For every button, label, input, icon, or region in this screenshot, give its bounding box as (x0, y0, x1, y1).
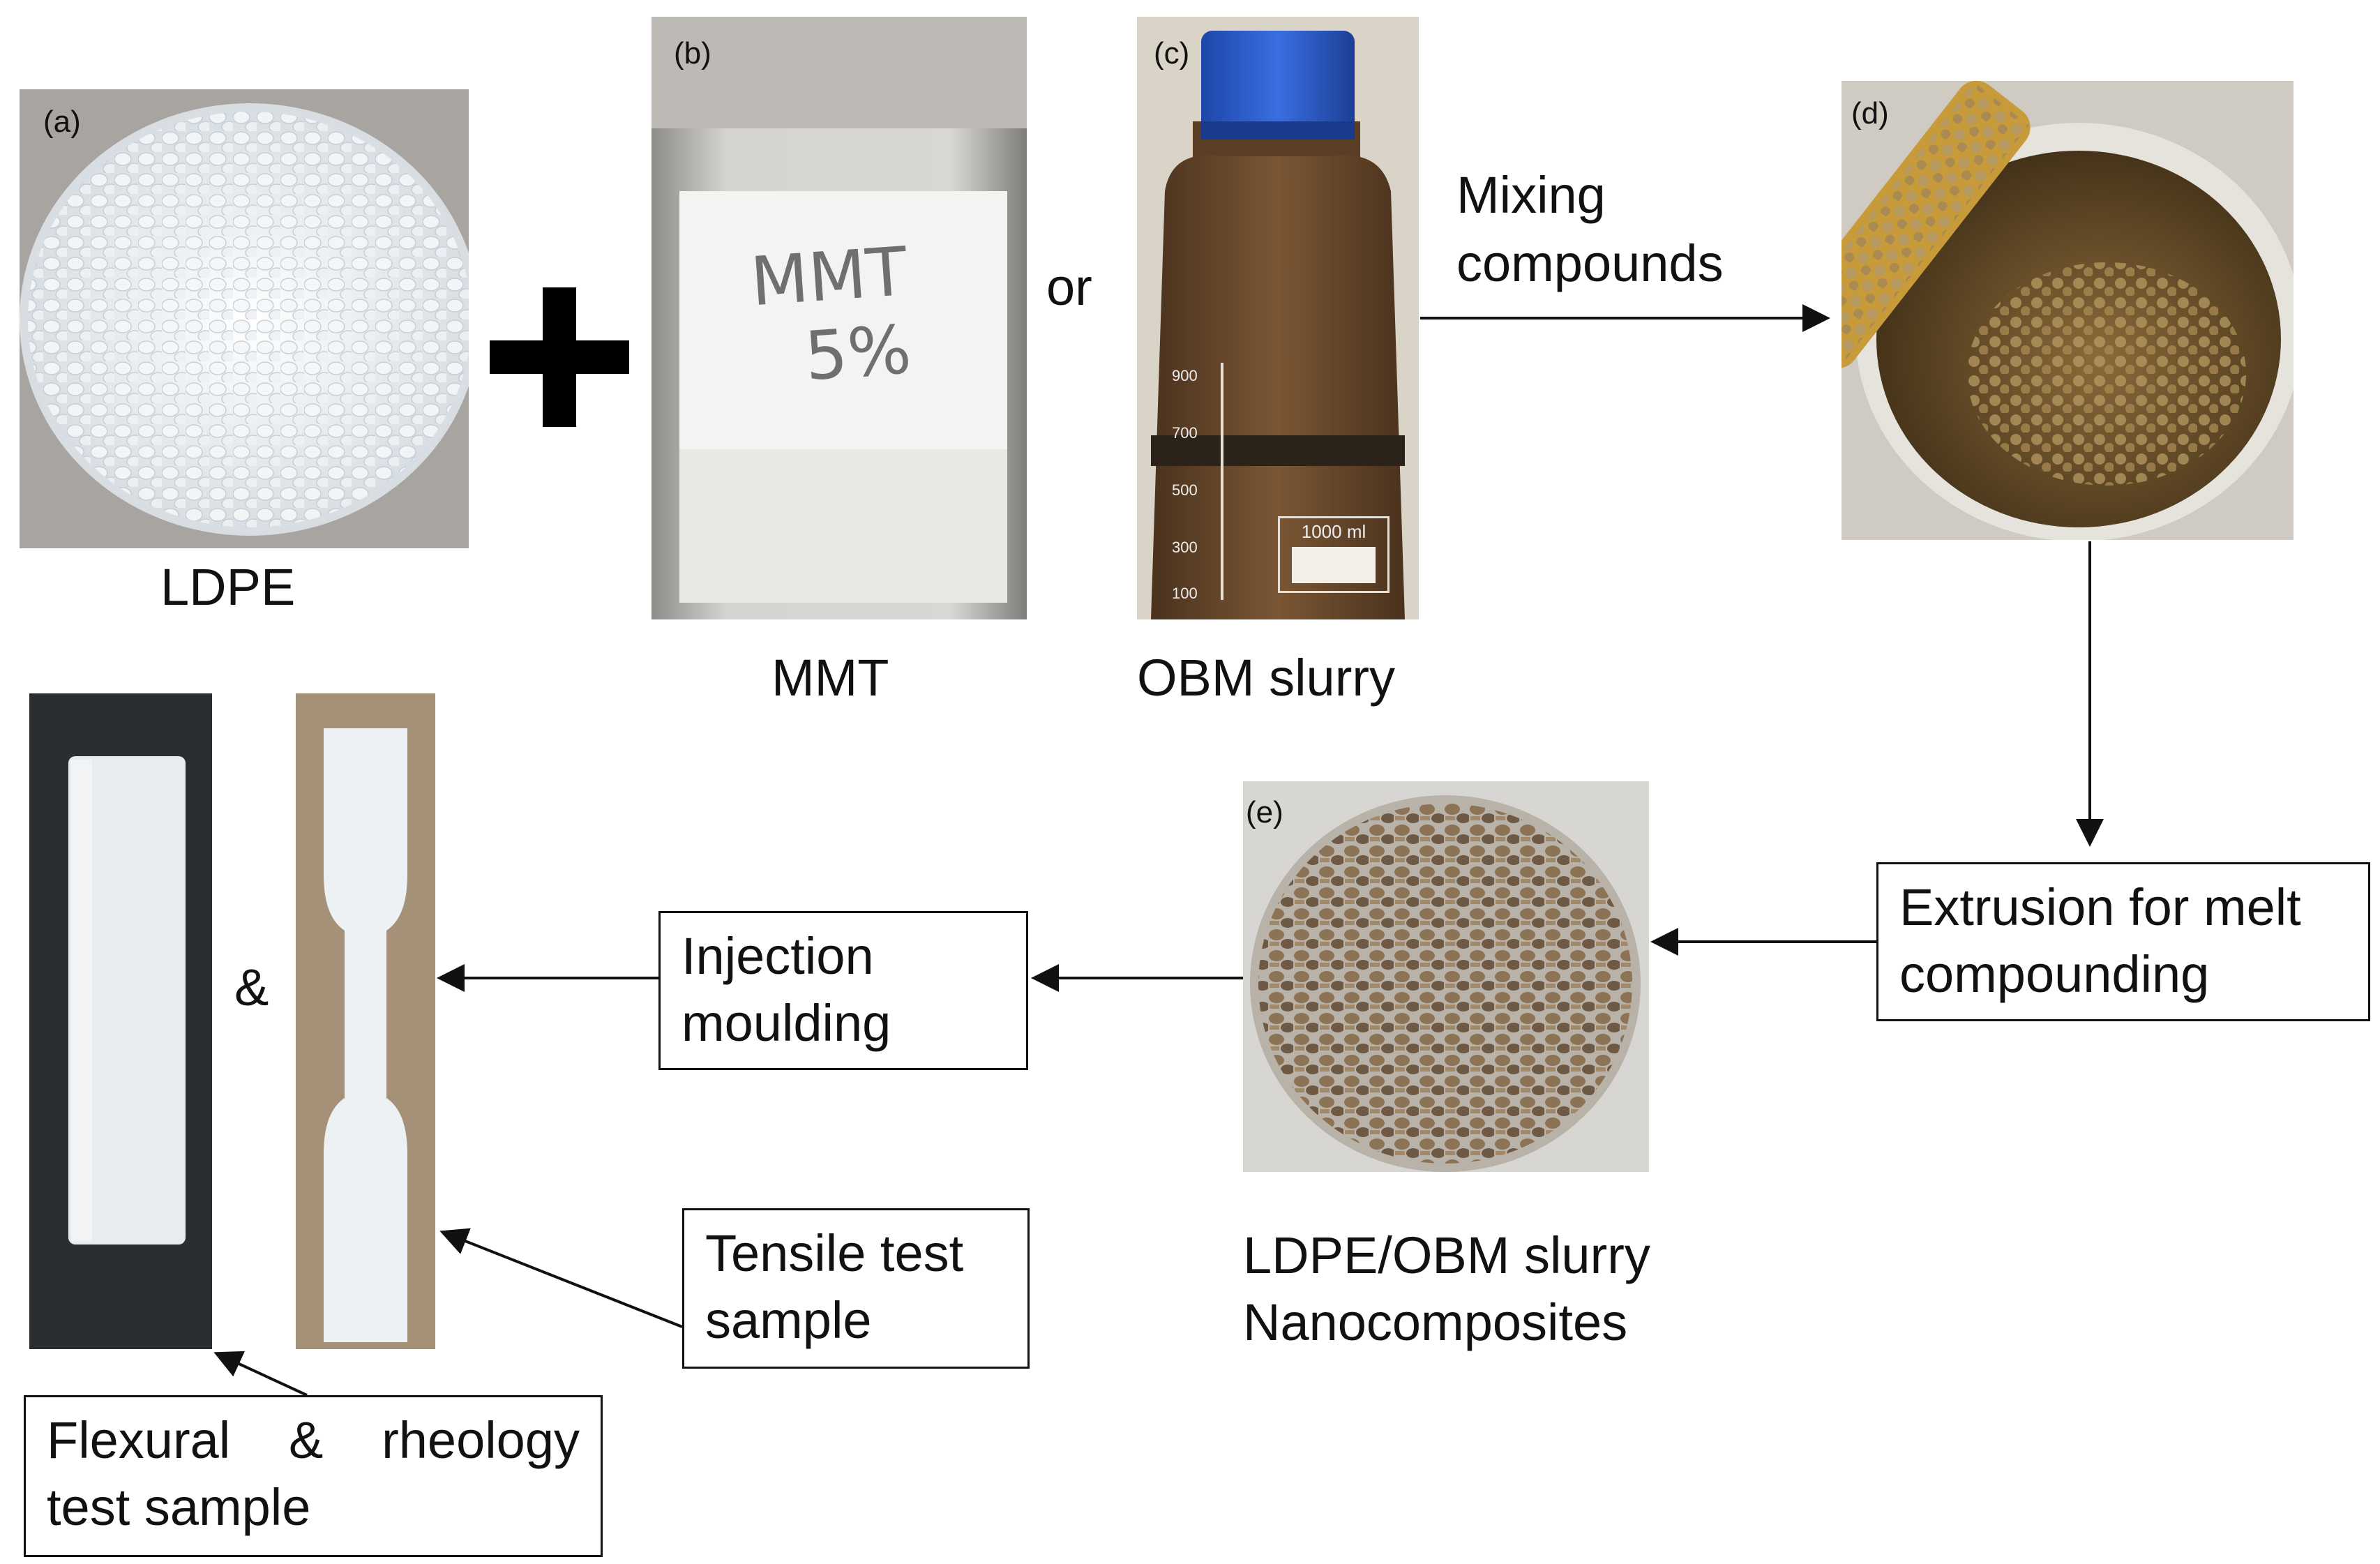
step-flexural-word3: rheology (382, 1411, 580, 1469)
step-flexural-box: Flexural & rheology test sample (24, 1395, 603, 1557)
step-extrusion-line2: compounding (1899, 945, 2210, 1003)
step-flexural-word2: & (288, 1411, 324, 1469)
plus-icon (490, 287, 629, 427)
panel-label-a: (a) (43, 105, 81, 139)
bottle-volume-label: 1000 ml (1278, 516, 1389, 593)
step-mixing-line2: compounds (1456, 234, 1724, 292)
caption-nanocomposite-line1: LDPE/OBM slurry (1243, 1226, 1650, 1284)
step-injection-box: Injection moulding (658, 911, 1028, 1070)
step-flexural-line2: test sample (47, 1478, 311, 1536)
caption-ldpe: LDPE (160, 558, 296, 616)
caption-obm-slurry: OBM slurry (1137, 649, 1395, 707)
step-injection-line1: Injection (681, 927, 874, 985)
tick-900: 900 (1172, 367, 1198, 384)
arrow-flexural-label-to-photo (213, 1351, 308, 1397)
photo-mmt-jar (652, 17, 1027, 619)
bottle-volume-text: 1000 ml (1301, 521, 1366, 542)
step-injection-line2: moulding (681, 994, 891, 1052)
photo-ldpe-pellets (20, 89, 469, 548)
photo-nanocomposite-pellets (1243, 781, 1649, 1172)
caption-nanocomposite-line2: Nanocomposites (1243, 1293, 1628, 1351)
step-flexural-word1: Flexural (47, 1411, 231, 1469)
tick-500: 500 (1172, 481, 1198, 499)
connector-ampersand: & (234, 958, 269, 1016)
caption-mmt: MMT (771, 649, 889, 707)
photo-tensile-sample (296, 693, 435, 1349)
panel-label-c: (c) (1154, 36, 1190, 70)
panel-label-d: (d) (1851, 96, 1889, 130)
tick-700: 700 (1172, 424, 1198, 442)
step-extrusion-box: Extrusion for melt compounding (1876, 862, 2370, 1021)
tick-300: 300 (1172, 539, 1198, 556)
jar-text-line1: MMT (748, 232, 910, 322)
tick-100: 100 (1172, 585, 1198, 602)
step-tensile-line2: sample (705, 1291, 872, 1349)
step-tensile-box: Tensile test sample (682, 1208, 1030, 1369)
arrow-tensile-label-to-photo (439, 1228, 683, 1328)
bottle-graduation: 900 700 500 300 100 (1172, 363, 1256, 602)
step-tensile-line1: Tensile test (705, 1224, 964, 1282)
step-mixing-line1: Mixing (1456, 166, 1606, 224)
panel-label-b: (b) (674, 36, 711, 70)
panel-label-e: (e) (1246, 795, 1283, 829)
photo-mixing-beaker (1842, 81, 2294, 540)
jar-text-line2: 5% (802, 310, 914, 396)
connector-or: or (1046, 258, 1092, 316)
step-extrusion-line1: Extrusion for melt (1899, 878, 2301, 936)
photo-obm-slurry-bottle (1137, 17, 1419, 619)
photo-flexural-sample (29, 693, 212, 1349)
mmt-jar-label-text: MMT 5% (748, 232, 926, 399)
